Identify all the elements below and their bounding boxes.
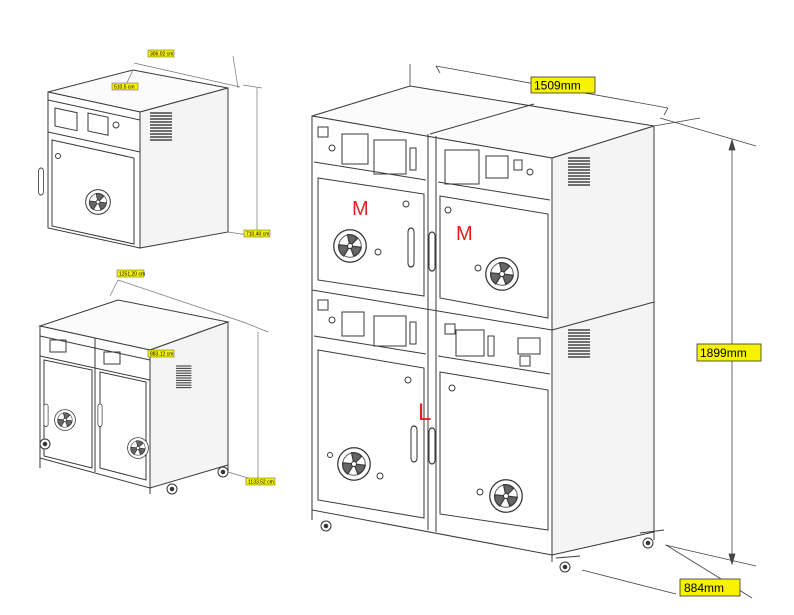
main-width-label: 1509mm [530, 76, 596, 94]
svg-text:1899mm: 1899mm [700, 346, 747, 360]
module-letter-top-left: M [352, 198, 369, 220]
double-height-label: 1133.52 cm [245, 477, 276, 486]
svg-text:306.02 cm: 306.02 cm [150, 52, 173, 58]
double-cabinet-drawing [38, 299, 230, 495]
svg-text:1251.20 cm: 1251.20 cm [119, 272, 145, 278]
main-height-label: 1899mm [696, 343, 762, 362]
single-cabinet-drawing [38, 69, 229, 249]
single-height-label: 710.40 cm [243, 229, 271, 238]
svg-text:1133.52 cm: 1133.52 cm [248, 480, 274, 486]
double-depth-label: 883.12 cm [147, 349, 175, 358]
main-unit-drawing [311, 85, 665, 573]
svg-text:883.12 cm: 883.12 cm [150, 352, 173, 358]
svg-text:1509mm: 1509mm [534, 79, 581, 93]
module-letter-top-right: M [456, 223, 473, 245]
single-width-label: 306.02 cm [147, 49, 175, 58]
svg-text:510.5 cm: 510.5 cm [114, 85, 135, 91]
main-depth-label: 884mm [679, 578, 741, 597]
single-cabinet-dimension-lines [124, 55, 263, 238]
svg-text:710.40 cm: 710.40 cm [246, 232, 269, 238]
single-depth-label: 510.5 cm [111, 82, 139, 91]
svg-text:884mm: 884mm [684, 581, 724, 595]
module-letter-bottom: L [418, 399, 431, 426]
double-width-label: 1251.20 cm [116, 269, 145, 278]
